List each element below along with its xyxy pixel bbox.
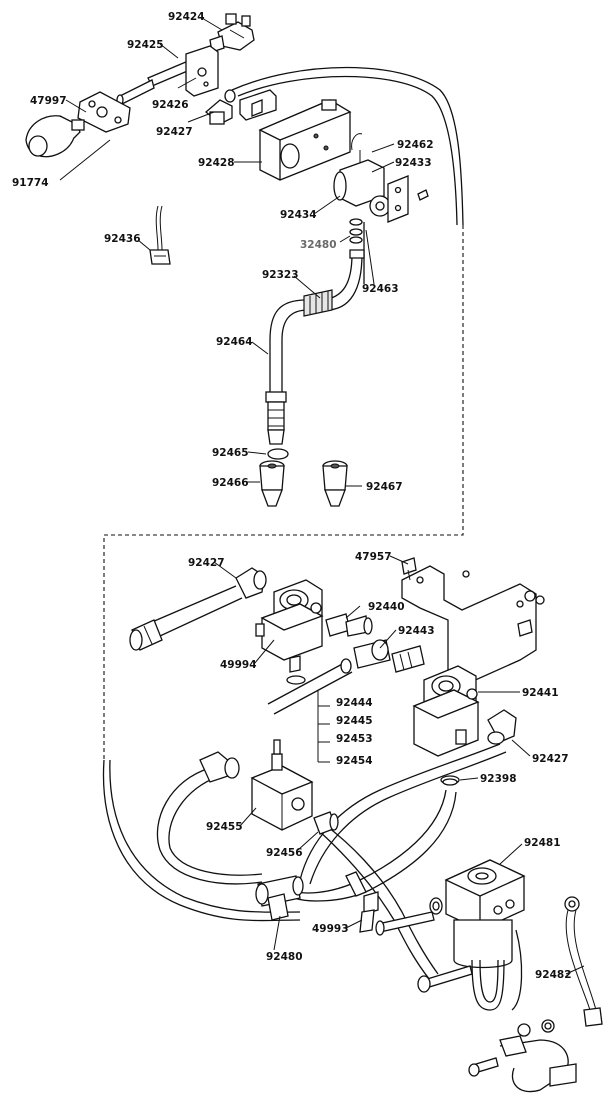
label-92443: 92443 bbox=[398, 625, 435, 637]
long-screw-upper bbox=[375, 911, 435, 936]
label-92433: 92433 bbox=[395, 157, 432, 169]
label-92398: 92398 bbox=[480, 773, 517, 785]
label-92426: 92426 bbox=[152, 99, 189, 111]
label-92434: 92434 bbox=[280, 209, 317, 221]
label-92440: 92440 bbox=[368, 601, 405, 613]
label-92464: 92464 bbox=[216, 336, 253, 348]
tip-o-ring bbox=[267, 448, 289, 460]
label-92480: 92480 bbox=[266, 951, 303, 963]
tee-fitting-92443 bbox=[353, 639, 425, 673]
label-92456: 92456 bbox=[266, 847, 303, 859]
label-92482: 92482 bbox=[535, 969, 572, 981]
mounting-clamp-assembly bbox=[468, 1019, 577, 1093]
label-92436: 92436 bbox=[104, 233, 141, 245]
plastic-tubing bbox=[267, 658, 353, 715]
label-32480: 32480 bbox=[300, 239, 337, 251]
label-49993: 49993 bbox=[312, 923, 349, 935]
steam-valve-assembly bbox=[333, 133, 429, 223]
label-91774: 91774 bbox=[12, 177, 49, 189]
main-hose-loop bbox=[156, 743, 507, 981]
leader-lines bbox=[59, 17, 585, 975]
hose-barb-92456 bbox=[313, 811, 339, 835]
flow-block-92455 bbox=[250, 739, 314, 831]
label-92445: 92445 bbox=[336, 715, 373, 727]
ground-strap-92482 bbox=[564, 896, 603, 1027]
elbow-fitting-right bbox=[487, 709, 517, 745]
steam-wand bbox=[265, 249, 365, 445]
label-92453: 92453 bbox=[336, 733, 373, 745]
brass-fitting-92440 bbox=[325, 613, 373, 637]
tube-o-ring bbox=[286, 675, 306, 685]
label-92467: 92467 bbox=[366, 481, 403, 493]
label-92481: 92481 bbox=[524, 837, 561, 849]
pump-unit-92481 bbox=[429, 859, 526, 1011]
solenoid-valve-right bbox=[412, 665, 480, 757]
label-92465: 92465 bbox=[212, 447, 249, 459]
solenoid-valve-left bbox=[255, 579, 324, 673]
label-47997: 47997 bbox=[30, 95, 67, 107]
label-92455: 92455 bbox=[206, 821, 243, 833]
label-92463: 92463 bbox=[362, 283, 399, 295]
label-92425: 92425 bbox=[127, 39, 164, 51]
hose-clamp bbox=[440, 775, 460, 786]
label-92466: 92466 bbox=[212, 477, 249, 489]
solenoid-mounting-bracket bbox=[401, 557, 545, 687]
label-92427-mid: 92427 bbox=[188, 557, 225, 569]
y-fitting-49993 bbox=[345, 871, 379, 933]
label-92427-right: 92427 bbox=[532, 753, 569, 765]
label-47957: 47957 bbox=[355, 551, 392, 563]
label-92454: 92454 bbox=[336, 755, 373, 767]
steam-knob bbox=[25, 115, 85, 158]
steam-tip-a bbox=[259, 460, 285, 507]
wire-harness-connector bbox=[149, 205, 171, 265]
inlet-hose-assembly bbox=[129, 567, 267, 651]
valve-bracket bbox=[185, 45, 219, 97]
steam-tip-b bbox=[322, 460, 348, 507]
part-number-labels: 92424 92425 47997 92426 92427 91774 9242… bbox=[12, 11, 572, 981]
elbow-fitting-top bbox=[205, 89, 236, 125]
steam-valve-body bbox=[209, 13, 255, 53]
tee-connector-92480 bbox=[255, 875, 304, 921]
knob-mounting-plate bbox=[77, 91, 131, 133]
assembly-boundary bbox=[102, 66, 464, 922]
long-screw-lower bbox=[417, 965, 473, 993]
steam-housing bbox=[239, 89, 352, 181]
label-92462: 92462 bbox=[397, 139, 434, 151]
label-92424: 92424 bbox=[168, 11, 205, 23]
label-92441: 92441 bbox=[522, 687, 559, 699]
label-92427-top: 92427 bbox=[156, 126, 193, 138]
label-92428: 92428 bbox=[198, 157, 235, 169]
label-92323: 92323 bbox=[262, 269, 299, 281]
label-92444: 92444 bbox=[336, 697, 373, 709]
label-49994: 49994 bbox=[220, 659, 257, 671]
steam-valve-shaft-assembly bbox=[25, 13, 255, 158]
